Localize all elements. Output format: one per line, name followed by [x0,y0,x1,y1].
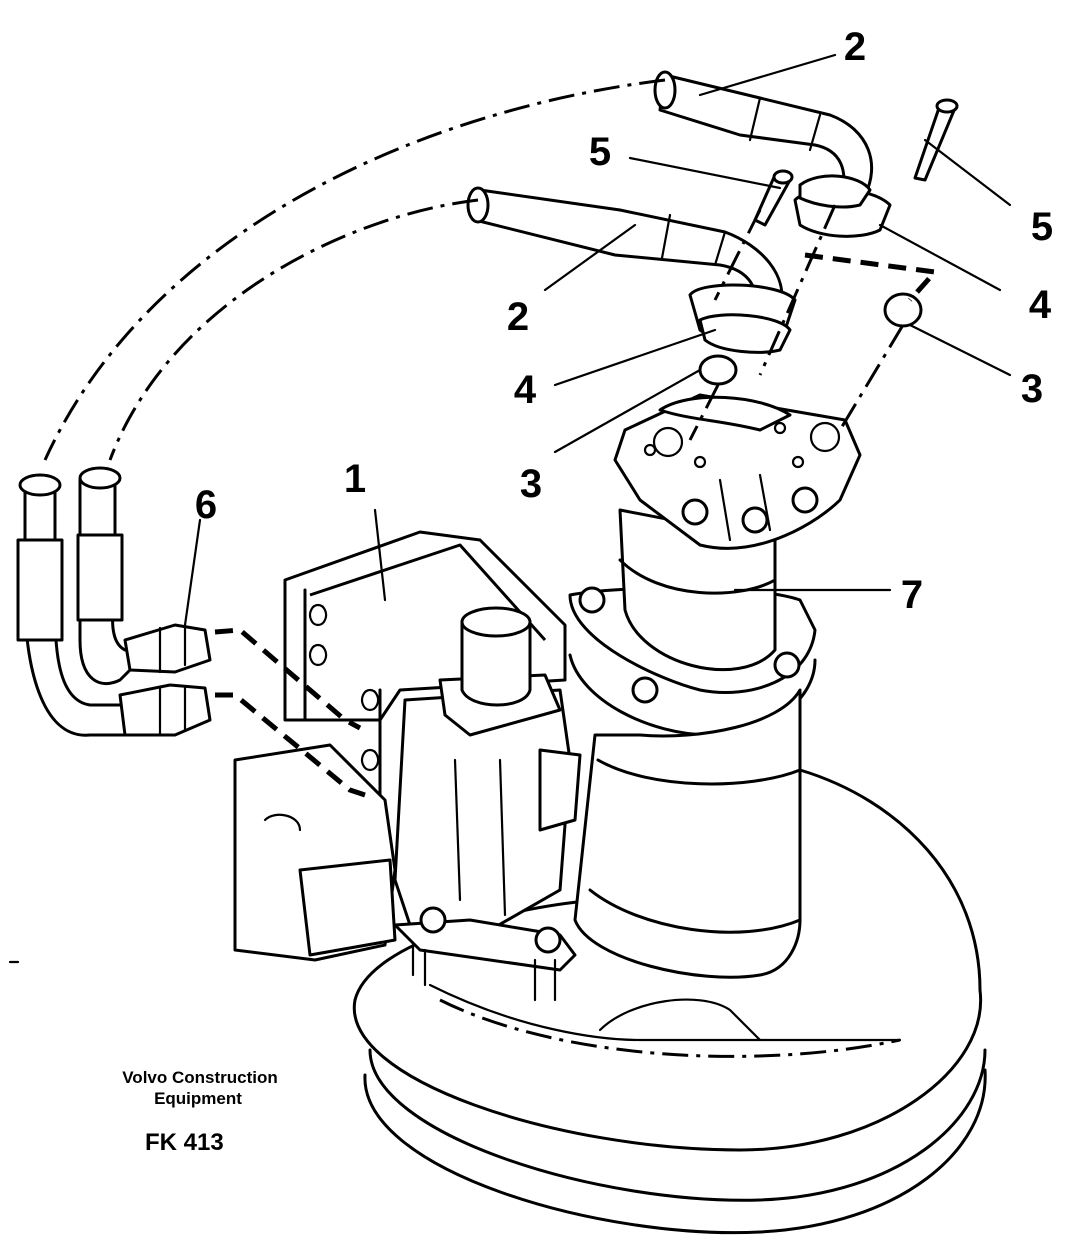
figure-code: FK 413 [145,1129,224,1156]
figure-caption: Volvo Construction Equipment FK 413 [122,1068,278,1156]
motor-bolt [631,676,659,704]
hose-routing-lines [8,78,941,964]
plate-bolt [419,906,447,934]
o-ring [698,354,738,386]
callout-4-left: 4 [514,368,537,412]
motor-bolt [773,651,801,679]
fitting-assembly [16,466,212,737]
company-name-line2: Equipment [154,1089,242,1108]
hose-upper [653,70,892,238]
plate-bolt [534,926,562,954]
callout-5-left: 5 [589,130,611,174]
callout-labels: 2 5 5 2 4 4 3 3 1 6 7 [195,25,1053,617]
hose-lower [466,186,797,354]
screw [753,169,794,227]
leader-lines [183,53,1012,627]
callout-7: 7 [901,573,923,617]
callout-5-right: 5 [1031,205,1053,249]
callout-2-lower: 2 [507,295,529,339]
callout-4-right: 4 [1029,283,1052,327]
motor-bolt [578,586,606,614]
callout-6: 6 [195,483,217,527]
callout-3-right: 3 [1021,367,1043,411]
screw [913,98,959,182]
callout-3-left: 3 [520,462,542,506]
base-ring [352,733,987,1235]
company-name-line1: Volvo Construction [122,1068,278,1087]
hydraulic-motor [568,393,862,979]
valve-block [233,530,582,1002]
callout-2-upper: 2 [844,25,866,69]
o-ring [883,292,923,328]
callout-1: 1 [344,457,366,501]
